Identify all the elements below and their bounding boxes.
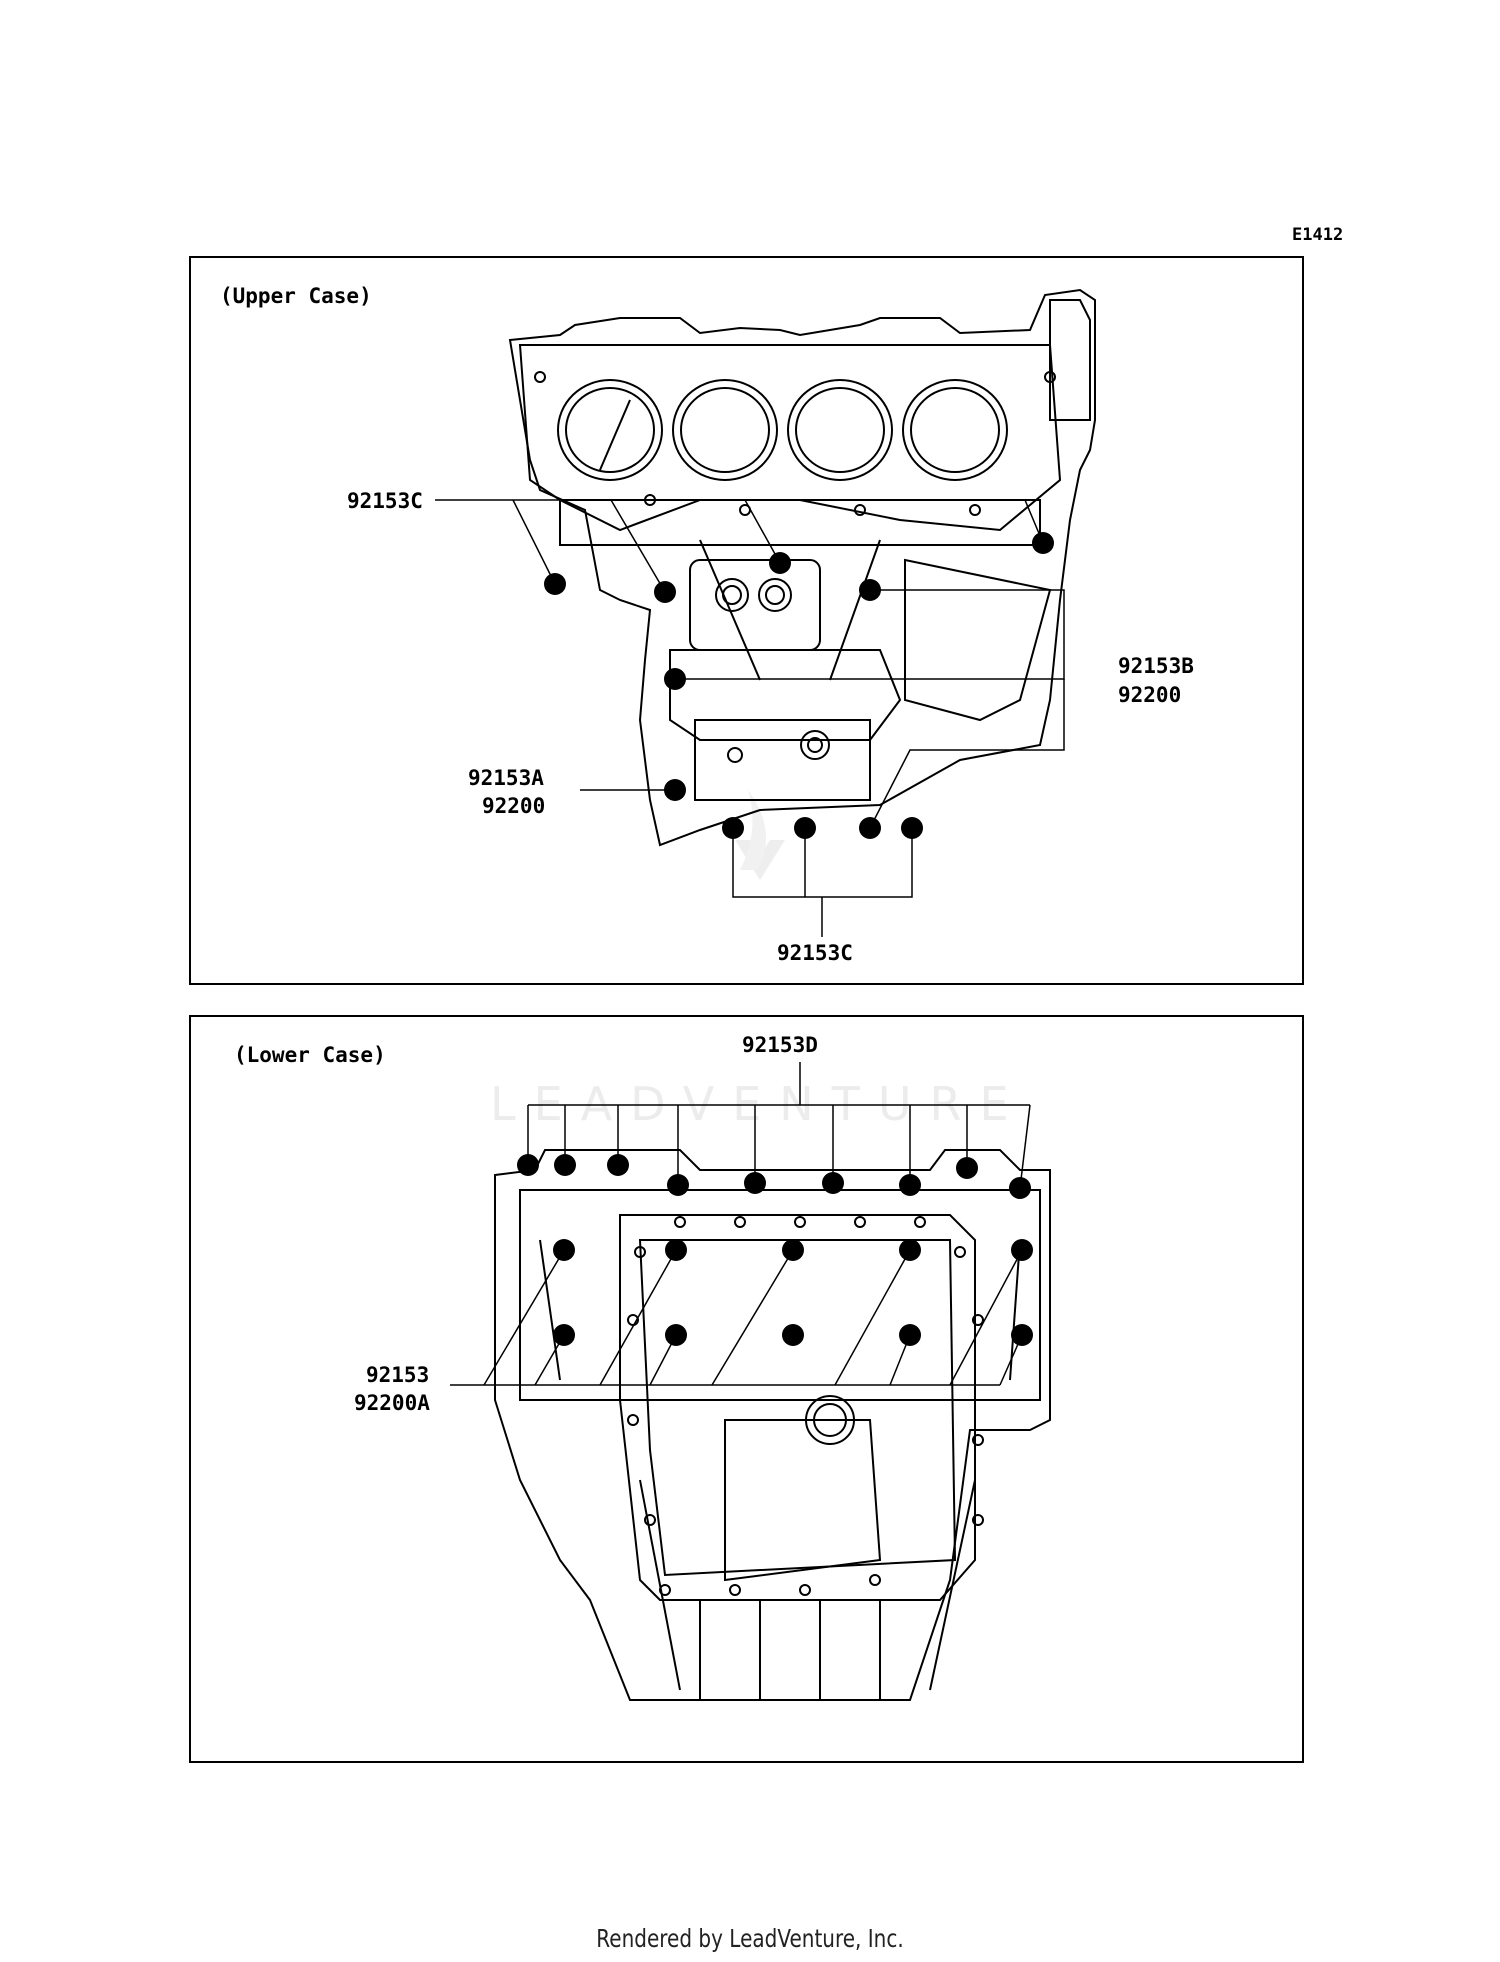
callout-upper-top-left: 92153C [347, 489, 423, 513]
callout-upper-right-1: 92153B [1118, 654, 1194, 678]
callout-lower-top: 92153D [742, 1033, 818, 1057]
lower-case-title: (Lower Case) [234, 1043, 386, 1067]
callout-upper-left-1: 92153A [468, 766, 544, 790]
lower-crankcase-drawing [494, 1149, 1051, 1701]
watermark: LEADVENTURE [490, 790, 1027, 1131]
callout-lower-left-1: 92153 [366, 1363, 429, 1387]
upper-crankcase-drawing [508, 288, 1096, 847]
lower-leaders [450, 1062, 1031, 1386]
upper-leaders [435, 499, 1065, 937]
callout-upper-left-2: 92200 [482, 794, 545, 818]
upper-bolts [544, 532, 1054, 839]
upper-case-panel: (Upper Case) [189, 256, 1304, 985]
diagram-code: E1412 [1292, 225, 1343, 245]
footer-credit: Rendered by LeadVenture, Inc. [596, 1924, 904, 1953]
lower-case-panel: (Lower Case) [189, 1015, 1304, 1763]
callout-lower-left-2: 92200A [354, 1391, 430, 1415]
bolt [782, 1324, 804, 1346]
callout-upper-bottom: 92153C [777, 941, 853, 965]
callout-upper-right-2: 92200 [1118, 683, 1181, 707]
watermark-text: LEADVENTURE [490, 1077, 1027, 1131]
upper-case-title: (Upper Case) [220, 284, 372, 308]
